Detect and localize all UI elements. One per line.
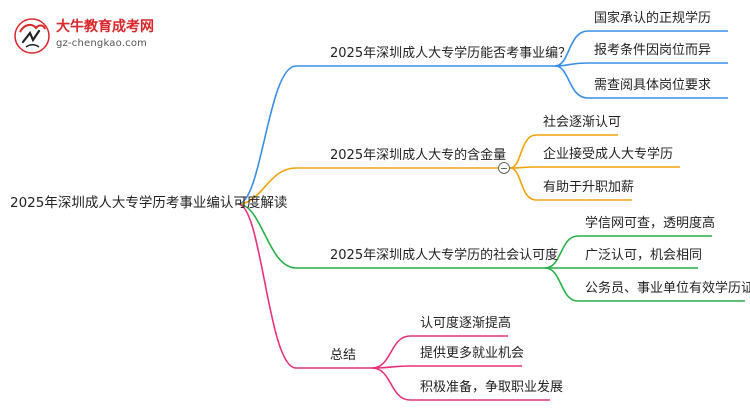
root-to-branch-2-link: [237, 167, 297, 205]
branch-2-to-leaf-1-link: [509, 134, 537, 169]
branch-2-leaf-2[interactable]: 企业接受成人大专学历: [543, 147, 674, 162]
branch-2-to-leaf-3-link: [509, 167, 537, 201]
branch-3-to-leaf-1-link: [544, 235, 579, 269]
bull-logo-icon: [14, 18, 50, 54]
branch-3-leaf-3[interactable]: 公务员、事业单位有效学历证明: [585, 281, 750, 296]
branch-2-collapse-toggle[interactable]: [498, 162, 510, 174]
branch-2-topic[interactable]: 2025年深圳成人大专的含金量: [330, 148, 507, 163]
branch-1-to-leaf-3-link: [554, 65, 589, 99]
branch-4-topic[interactable]: 总结: [330, 348, 357, 363]
branch-2-leaf-1[interactable]: 社会逐渐认可: [543, 115, 622, 130]
branch-2-connectors: [237, 134, 680, 205]
logo-url: gz-chengkao.com: [56, 38, 148, 49]
branch-1-topic[interactable]: 2025年深圳成人大专学历能否考事业编？: [330, 46, 572, 61]
branch-1-connectors: [237, 30, 728, 205]
branch-4-connectors: [237, 203, 550, 401]
root-to-branch-1-link: [237, 65, 297, 205]
branch-3-leaf-2[interactable]: 广泛认可，机会相同: [585, 248, 703, 263]
branch-2-leaf-3[interactable]: 有助于升职加薪: [543, 180, 635, 195]
branch-4-leaf-3[interactable]: 积极准备，争取职业发展: [420, 380, 564, 395]
branch-4-to-leaf-1-link: [371, 335, 411, 369]
root-topic[interactable]: 2025年深圳成人大专学历考事业编认可度解读: [10, 195, 288, 211]
branch-3-leaf-1[interactable]: 学信网可查，透明度高: [585, 216, 716, 231]
branch-3-connectors: [237, 203, 745, 302]
root-to-branch-4-link: [237, 203, 297, 369]
logo-title: 大牛教育成考网: [56, 19, 154, 35]
site-logo[interactable]: 大牛教育成考网 gz-chengkao.com: [12, 16, 162, 56]
branch-2-to-leaf-2-link: [509, 166, 537, 169]
branch-3-topic[interactable]: 2025年深圳成人大专学历的社会认可度: [330, 248, 559, 263]
branch-3-to-leaf-3-link: [544, 267, 579, 302]
branch-4-to-leaf-3-link: [371, 367, 411, 401]
branch-1-leaf-2[interactable]: 报考条件因岗位而异: [594, 43, 712, 58]
root-to-branch-3-link: [237, 203, 297, 269]
branch-1-to-leaf-1-link: [554, 30, 589, 67]
branch-4-leaf-1[interactable]: 认可度逐渐提高: [420, 316, 512, 331]
branch-1-leaf-1[interactable]: 国家承认的正规学历: [594, 11, 712, 26]
branch-1-leaf-3[interactable]: 需查阅具体岗位要求: [594, 78, 712, 93]
branch-4-leaf-2[interactable]: 提供更多就业机会: [420, 346, 525, 361]
